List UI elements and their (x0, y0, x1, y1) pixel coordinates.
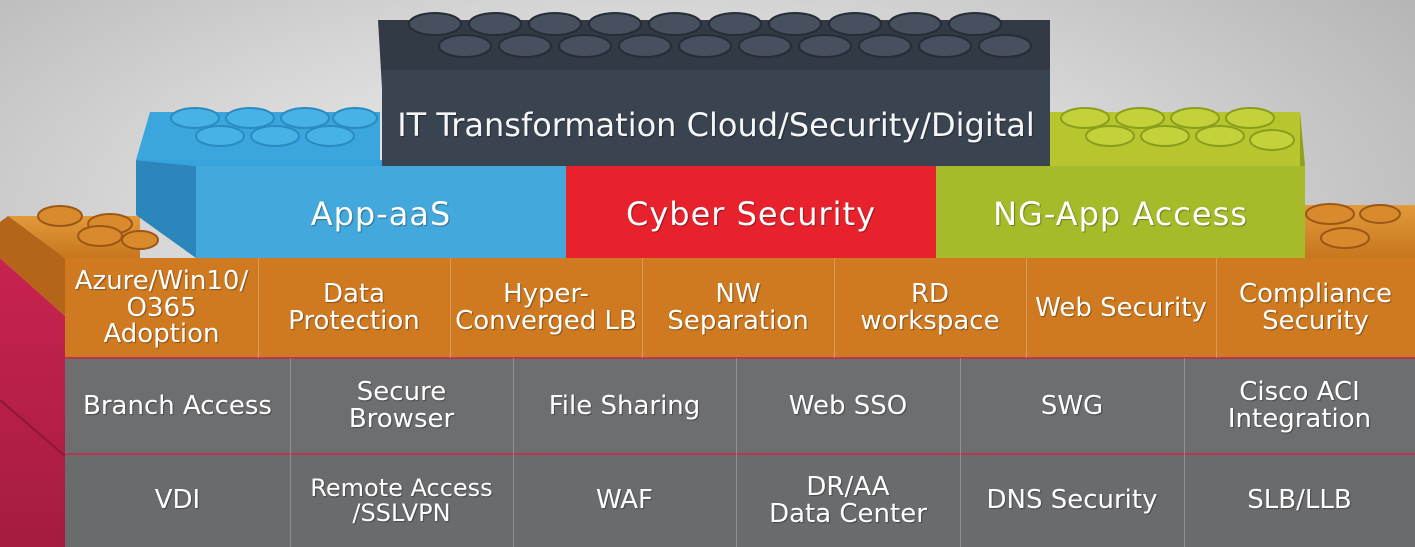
gray2-cell-dr-aa: DR/AA Data Center (769, 471, 927, 529)
gray2-cell-slb-llb: SLB/LLB (1247, 485, 1352, 516)
separator (642, 258, 643, 358)
red-block-face (566, 166, 936, 258)
blue-block-face (196, 166, 566, 258)
orange-base-left-side (0, 216, 65, 316)
orange-cell-rd-workspace: RD workspace (860, 279, 1000, 336)
gray1-cell-cisco-aci: Cisco ACI Integration (1227, 377, 1372, 434)
top-block-face (382, 70, 1050, 166)
top-block-label: IT Transformation Cloud/Security/Digital (397, 105, 1035, 144)
separator (290, 358, 291, 547)
orange-cell-web-security: Web Security (1035, 292, 1207, 323)
gray2-cell-vdi: VDI (154, 485, 201, 516)
separator (450, 258, 451, 358)
green-block-face (936, 166, 1305, 258)
separator (258, 258, 259, 358)
gray2-cell-waf: WAF (595, 485, 654, 516)
separator (1184, 358, 1185, 547)
gray1-cell-swg: SWG (1040, 390, 1104, 421)
separator (960, 358, 961, 547)
separator (736, 358, 737, 547)
gray1-cell-file-sharing: File Sharing (548, 390, 701, 421)
orange-row-face (65, 258, 1415, 358)
orange-cell-azure: Azure/Win10/ O365 Adoption (74, 266, 249, 350)
separator (513, 358, 514, 547)
green-studs (1060, 107, 1295, 151)
orange-studs-left (37, 205, 159, 250)
separator (1026, 258, 1027, 358)
orange-cell-compliance: Compliance Security (1238, 279, 1393, 336)
blue-block-side (136, 160, 196, 258)
ng-app-access-label: NG-App Access (993, 194, 1248, 233)
orange-cell-nw-separation: NW Separation (667, 279, 809, 336)
orange-cell-data-protection: Data Protection (288, 279, 420, 336)
blue-studs (170, 107, 378, 147)
gray-row-2-face (65, 454, 1415, 547)
app-aas-label: App-aaS (310, 194, 452, 233)
gray2-cell-remote-access: Remote Access /SSLVPN (310, 474, 493, 527)
orange-studs-right (1305, 203, 1401, 249)
cyber-security-label: Cyber Security (625, 194, 876, 233)
gray1-cell-branch-access: Branch Access (83, 390, 272, 421)
top-studs (408, 12, 1032, 58)
separator (834, 258, 835, 358)
separator (1216, 258, 1217, 358)
orange-cell-hyper-converged: Hyper- Converged LB (455, 279, 637, 336)
gray2-cell-dns-security: DNS Security (986, 485, 1158, 516)
gray1-cell-secure-browser: Secure Browser (348, 377, 455, 434)
gray-row-1-face (65, 358, 1415, 454)
gray1-cell-web-sso: Web SSO (788, 390, 908, 421)
base-left-side (0, 258, 65, 547)
